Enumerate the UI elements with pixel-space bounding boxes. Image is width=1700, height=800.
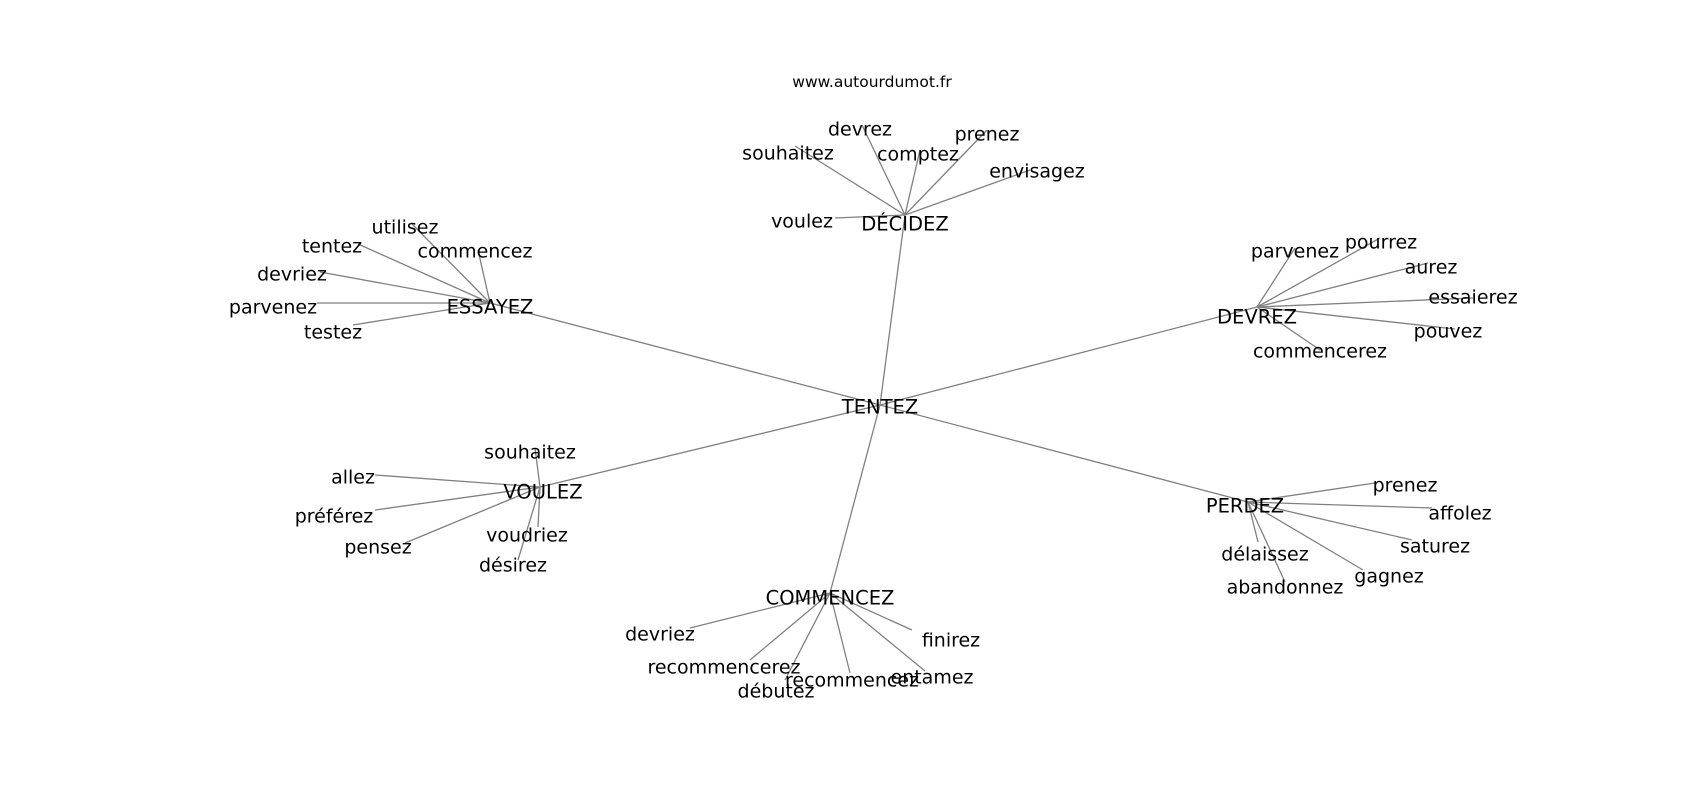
edge-essayez-5 xyxy=(352,302,491,326)
edge-décidez-4 xyxy=(904,129,988,216)
edge-commencez-0 xyxy=(689,592,831,629)
hub-word: VOULEZ xyxy=(503,481,582,504)
edge-devrez-3 xyxy=(1256,297,1474,308)
edge-commencez-2 xyxy=(784,592,831,681)
leaf-word: affolez xyxy=(1428,503,1491,525)
word-labels: TENTEZDÉCIDEZvoulezsouhaitezdevrezcompte… xyxy=(229,119,1518,703)
edge-essayez-1 xyxy=(357,243,491,304)
leaf-word: pensez xyxy=(344,537,411,559)
edge-commencez-1 xyxy=(749,592,831,661)
edge-perdez-1 xyxy=(1247,501,1433,509)
edge-devrez-5 xyxy=(1256,306,1321,351)
edge-root-commencez xyxy=(829,404,881,594)
edge-devrez-0 xyxy=(1256,247,1296,308)
leaf-word: utilisez xyxy=(372,217,439,239)
edge-devrez-1 xyxy=(1256,237,1381,308)
leaf-word: devriez xyxy=(625,624,695,646)
hub-word: PERDEZ xyxy=(1206,495,1284,518)
leaf-word: finirez xyxy=(922,630,980,652)
leaf-word: souhaitez xyxy=(484,442,576,464)
leaf-word: devrez xyxy=(828,119,892,141)
leaf-word: voulez xyxy=(771,211,833,233)
edge-perdez-0 xyxy=(1247,482,1376,503)
edge-essayez-0 xyxy=(411,223,491,304)
leaf-word: tentez xyxy=(302,236,362,258)
leaf-word: gagnez xyxy=(1354,566,1423,588)
edge-commencez-4 xyxy=(829,592,926,672)
edge-décidez-3 xyxy=(904,149,921,216)
root-word: TENTEZ xyxy=(841,396,918,419)
leaf-word: recommencerez xyxy=(647,657,800,679)
edge-root-décidez xyxy=(879,214,906,406)
leaf-word: parvenez xyxy=(1251,241,1339,263)
leaf-word: devriez xyxy=(257,264,327,286)
leaf-word: désirez xyxy=(479,555,547,577)
edge-root-voulez xyxy=(539,404,881,488)
edge-commencez-3 xyxy=(829,592,851,674)
leaf-word: essaierez xyxy=(1428,287,1517,309)
leaf-word: envisagez xyxy=(989,161,1085,183)
hub-word: DEVREZ xyxy=(1217,306,1297,329)
hub-word: DÉCIDEZ xyxy=(861,213,948,236)
leaf-word: commencez xyxy=(418,241,533,263)
edge-perdez-5 xyxy=(1247,501,1286,583)
edge-perdez-4 xyxy=(1247,501,1259,543)
edge-root-devrez xyxy=(879,306,1258,406)
hub-word: ESSAYEZ xyxy=(447,296,534,319)
edge-root-essayez xyxy=(489,302,881,406)
leaf-word: abandonnez xyxy=(1227,577,1344,599)
edge-commencez-5 xyxy=(829,592,913,631)
leaf-word: parvenez xyxy=(229,297,317,319)
edge-root-perdez xyxy=(879,404,1249,503)
edge-perdez-3 xyxy=(1247,501,1364,571)
leaf-word: testez xyxy=(304,322,362,344)
edge-décidez-1 xyxy=(794,145,906,216)
leaf-word: comptez xyxy=(877,144,959,166)
leaf-word: souhaitez xyxy=(742,143,834,165)
edge-voulez-0 xyxy=(534,447,541,488)
edge-décidez-0 xyxy=(834,214,906,219)
leaf-word: pourrez xyxy=(1345,232,1417,254)
edge-décidez-2 xyxy=(861,124,906,216)
edge-voulez-1 xyxy=(374,474,541,488)
edge-essayez-2 xyxy=(477,249,491,304)
leaf-word: recommencez xyxy=(785,670,919,692)
site-url: www.autourdumot.fr xyxy=(792,73,952,91)
edge-voulez-3 xyxy=(404,486,541,544)
leaf-word: délaissez xyxy=(1221,544,1308,566)
edge-devrez-2 xyxy=(1256,262,1429,308)
leaf-word: pouvez xyxy=(1414,321,1483,343)
edge-devrez-4 xyxy=(1256,306,1456,330)
edges xyxy=(317,124,1474,681)
hub-word: COMMENCEZ xyxy=(766,587,895,610)
leaf-word: prenez xyxy=(955,124,1020,146)
leaf-word: aurez xyxy=(1405,257,1458,279)
leaf-word: préférez xyxy=(295,506,374,528)
edge-voulez-2 xyxy=(374,486,541,511)
leaf-word: entamez xyxy=(891,667,974,689)
edge-voulez-4 xyxy=(537,486,541,528)
leaf-word: commencerez xyxy=(1253,341,1387,363)
leaf-word: voudriez xyxy=(486,525,568,547)
leaf-word: débutez xyxy=(738,681,815,703)
edge-voulez-5 xyxy=(517,486,541,561)
leaf-word: saturez xyxy=(1400,536,1470,558)
edge-décidez-5 xyxy=(904,169,1031,216)
leaf-word: allez xyxy=(331,467,375,489)
leaf-word: prenez xyxy=(1373,475,1438,497)
edge-perdez-2 xyxy=(1247,501,1413,541)
edge-essayez-3 xyxy=(319,271,491,304)
